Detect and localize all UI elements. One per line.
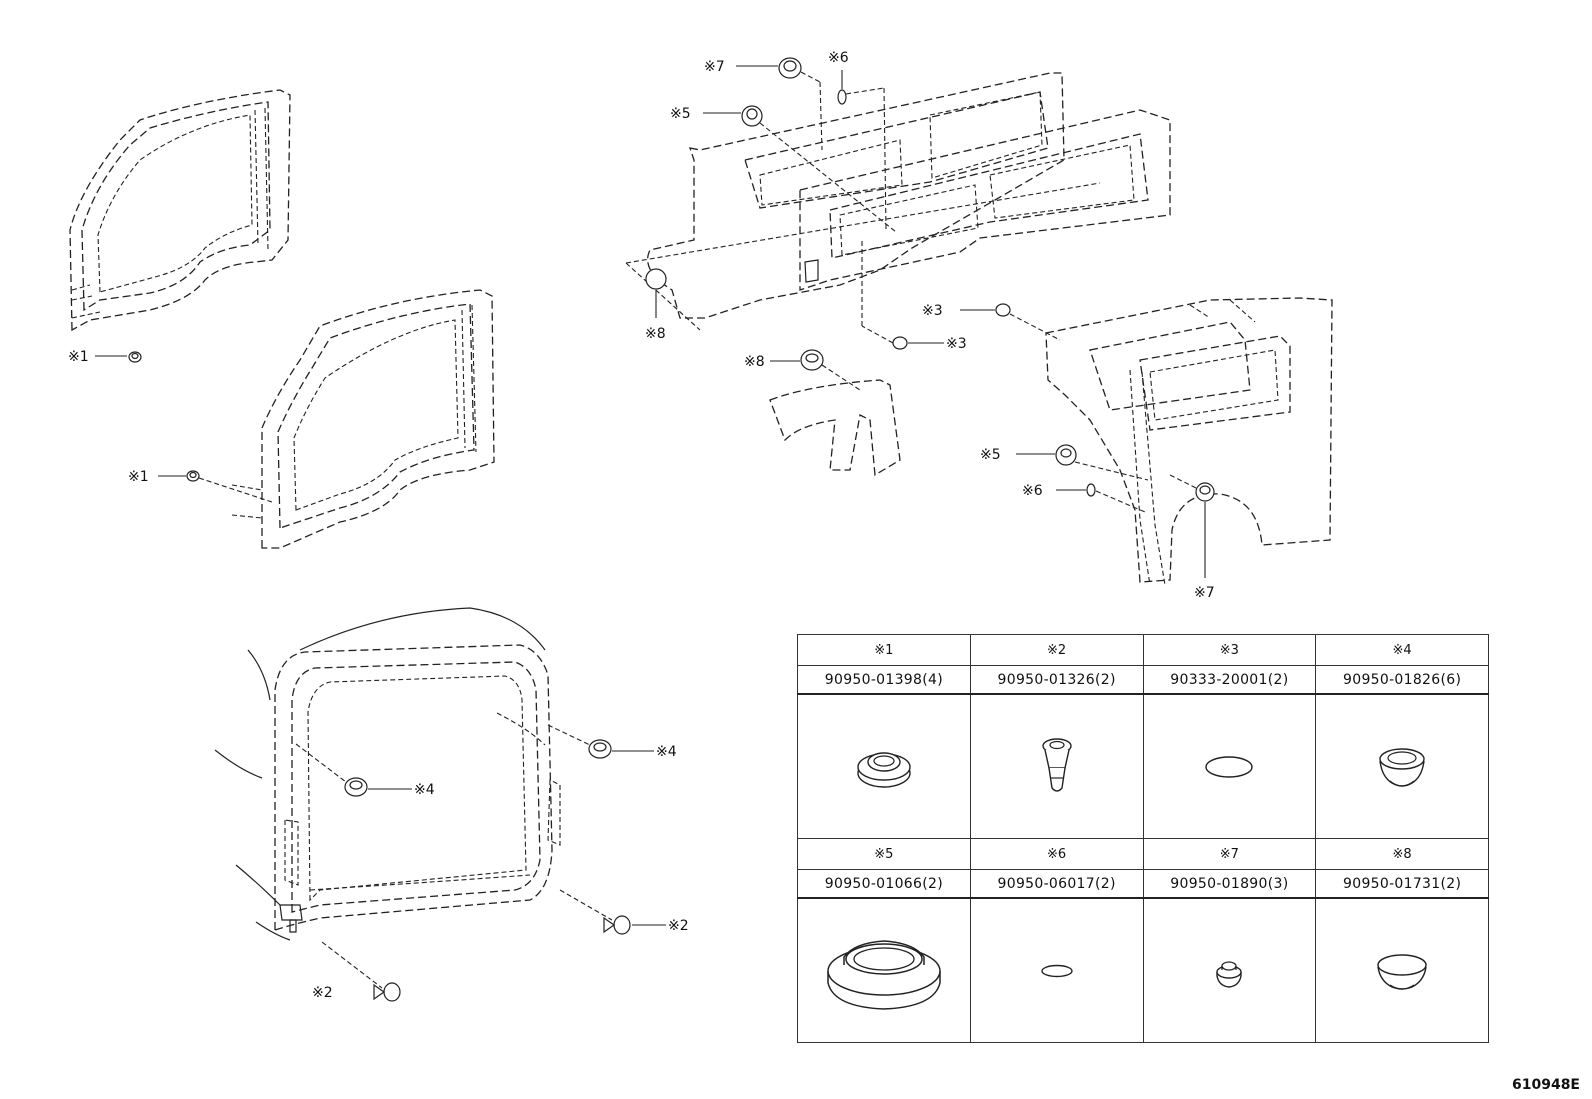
callout-2b: ※2 <box>312 985 333 1001</box>
callout-3a: ※3 <box>946 336 967 352</box>
oval-seal-3b-part <box>995 303 1011 317</box>
cell-mark: ※2 <box>969 634 1144 666</box>
callout-3b: ※3 <box>922 303 943 319</box>
small-grommet-7a-part <box>778 57 802 79</box>
cell-part-number: 90950-01066(2) <box>797 869 971 899</box>
cell-mark: ※8 <box>1315 838 1489 870</box>
slide-door-frame <box>231 289 495 549</box>
front-door-frame <box>69 89 291 332</box>
cell-mark: ※1 <box>797 634 971 666</box>
table-row-marks-1: ※1 ※2 ※3 ※4 <box>797 634 1489 666</box>
callout-8b: ※8 <box>744 354 765 370</box>
cell-part-number: 90950-01890(3) <box>1142 869 1317 899</box>
push-clip-2b-part <box>373 982 401 1002</box>
grommet-icon <box>857 751 911 788</box>
cell-part-number: 90950-01398(4) <box>797 665 971 695</box>
callout-4a: ※4 <box>414 782 435 798</box>
dome-plug-icon <box>1377 953 1427 990</box>
large-grommet-icon <box>827 939 941 1010</box>
grommet-1a-part <box>128 351 142 363</box>
back-door-opening <box>214 607 561 941</box>
dome-plug-8b-part <box>800 349 824 371</box>
callout-2a: ※2 <box>668 918 689 934</box>
callout-5a: ※5 <box>670 106 691 122</box>
cell-mark: ※4 <box>1315 634 1489 666</box>
side-panel-left <box>625 72 1101 331</box>
small-oval-seal-icon <box>1040 964 1073 977</box>
cell-part-number: 90950-01826(6) <box>1315 665 1489 695</box>
cell-mark: ※6 <box>969 838 1144 870</box>
callout-7a: ※7 <box>704 59 725 75</box>
oval-seal-3a-part <box>892 336 908 350</box>
hole-plug-icon <box>1379 747 1425 787</box>
callout-1b: ※1 <box>128 469 149 485</box>
callout-1a: ※1 <box>68 349 89 365</box>
push-clip-icon <box>1041 737 1072 792</box>
cell-part-number: 90950-01326(2) <box>969 665 1144 695</box>
small-grommet-icon <box>1216 960 1243 988</box>
hole-plug-4a-part <box>344 777 368 797</box>
callout-8a: ※8 <box>645 326 666 342</box>
push-clip-2a-part <box>603 915 631 935</box>
cell-mark: ※7 <box>1142 838 1317 870</box>
table-row-partnos-1: 90950-01398(4) 90950-01326(2) 90333-2000… <box>797 665 1489 695</box>
dome-plug-8a-part <box>645 268 667 290</box>
cell-part-number: 90950-01731(2) <box>1315 869 1489 899</box>
small-oval-seal-6b-part <box>1086 483 1096 497</box>
table-row-marks-2: ※5 ※6 ※7 ※8 <box>797 838 1489 870</box>
small-grommet-7b-part <box>1195 482 1215 502</box>
cell-part-number: 90333-20001(2) <box>1142 665 1317 695</box>
callout-6a: ※6 <box>828 50 849 66</box>
cell-mark: ※5 <box>797 838 971 870</box>
parts-table: ※1 ※2 ※3 ※4 90950-01398(4) 90950-01326(2… <box>797 634 1489 1043</box>
centre-pillar-bracket <box>769 379 901 477</box>
cell-mark: ※3 <box>1142 634 1317 666</box>
table-row-partnos-2: 90950-01066(2) 90950-06017(2) 90950-0189… <box>797 869 1489 899</box>
small-oval-seal-6a-part <box>837 89 847 105</box>
large-grommet-5b-part <box>1055 444 1077 466</box>
cell-part-number: 90950-06017(2) <box>969 869 1144 899</box>
callout-4b: ※4 <box>656 744 677 760</box>
table-row-images-2 <box>797 897 1489 1043</box>
oval-seal-icon <box>1205 755 1254 778</box>
hole-plug-4b-part <box>588 739 612 759</box>
callout-6b: ※6 <box>1022 483 1043 499</box>
rear-quarter-panel <box>1045 297 1333 586</box>
table-row-images-1 <box>797 693 1489 839</box>
large-grommet-5a-part <box>741 105 763 127</box>
callout-5b: ※5 <box>980 447 1001 463</box>
figure-code: 610948E <box>1511 1077 1580 1093</box>
grommet-1b-part <box>186 470 200 482</box>
callout-7b: ※7 <box>1194 585 1215 601</box>
side-panel-right <box>799 109 1171 291</box>
